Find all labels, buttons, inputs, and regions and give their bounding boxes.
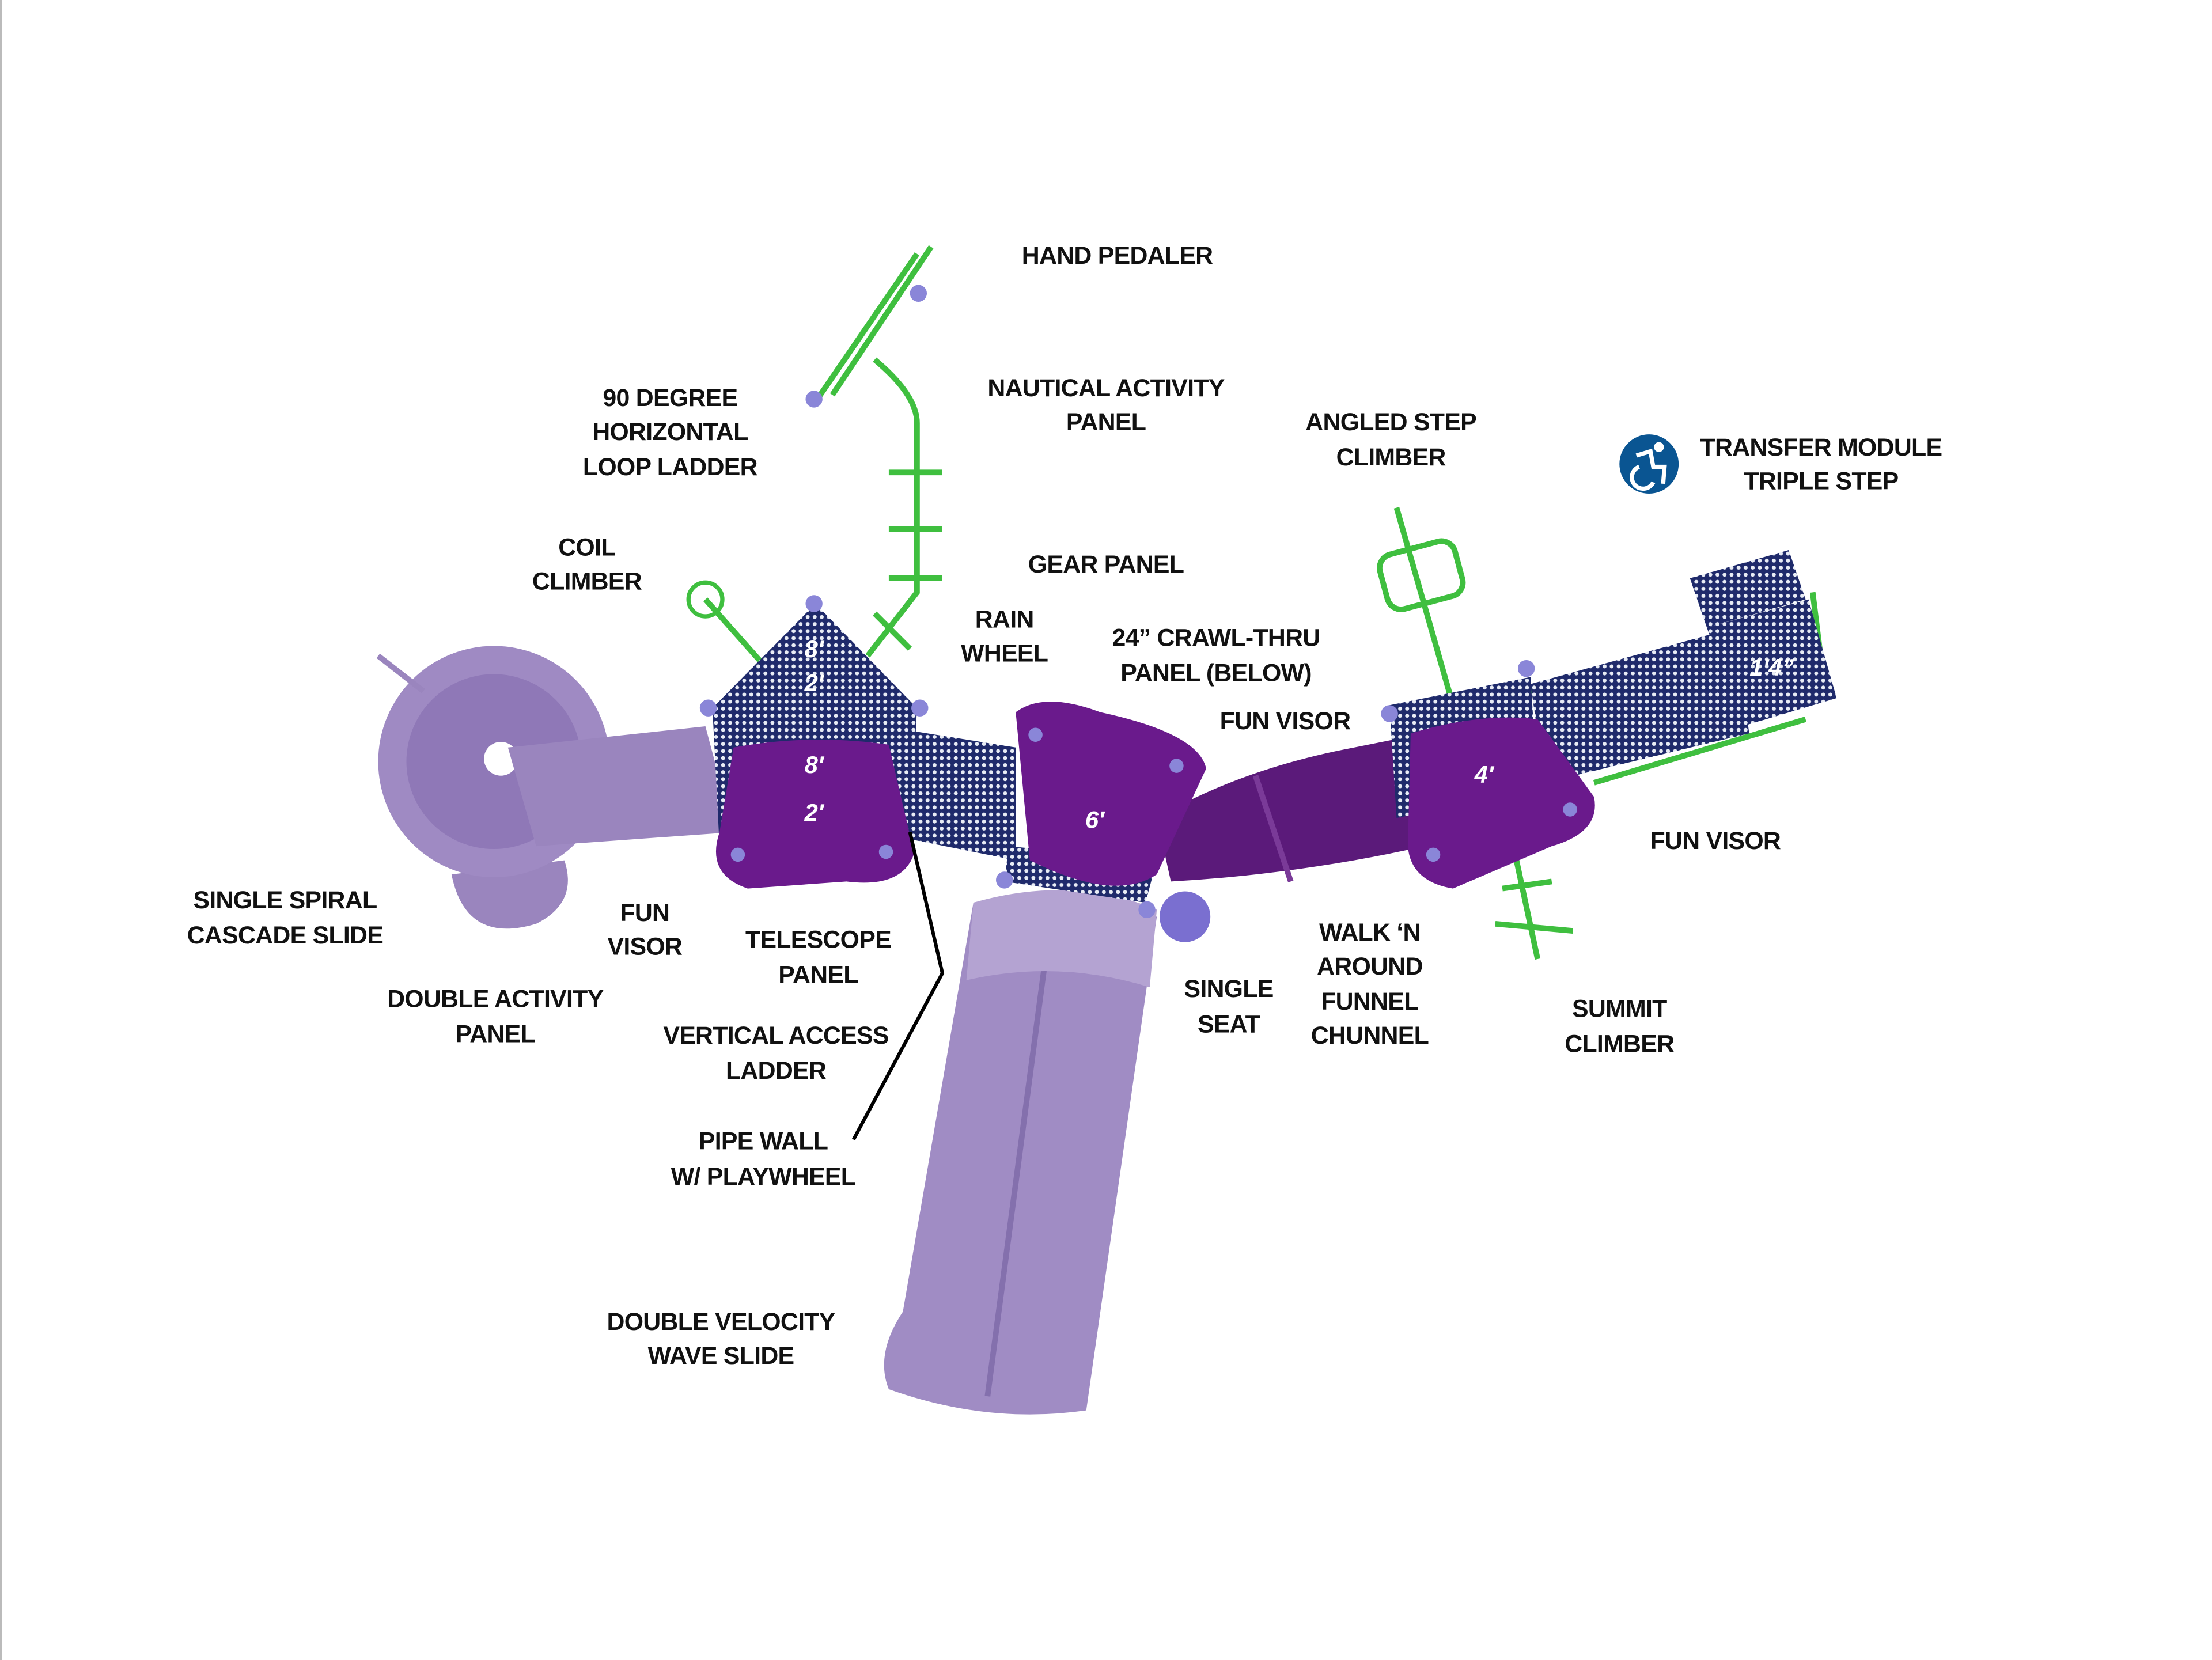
- label-fun-visor: FUN VISOR: [1220, 707, 1351, 735]
- height-transfer: 1′4”: [1749, 654, 1794, 681]
- label-fun-visor-right: FUN VISOR: [1650, 827, 1781, 855]
- label-gear-panel: GEAR PANEL: [1028, 551, 1184, 578]
- label-hand-pedaler: HAND PEDALER: [1022, 242, 1213, 270]
- coil-climber: [686, 580, 725, 619]
- height-right: 4′: [1474, 761, 1495, 788]
- double-velocity-wave-slide: [884, 890, 1157, 1415]
- height-tri-top: 8′: [805, 635, 825, 662]
- left-border: [0, 0, 2, 1660]
- single-seat: [1160, 891, 1211, 942]
- height-visor-top: 8′: [805, 751, 825, 778]
- leader-line: [852, 831, 945, 1140]
- fun-visors: [715, 702, 1595, 889]
- wheelchair-accessibility-icon: [1619, 434, 1679, 494]
- clamps: [699, 285, 1577, 942]
- walk-n-around-funnel-chunnel: [1157, 733, 1425, 882]
- height-center: 6′: [1085, 806, 1105, 833]
- height-visor-bottom: 2′: [804, 799, 825, 826]
- single-spiral-cascade-slide: [376, 646, 734, 929]
- height-tri-bottom: 2′: [804, 669, 825, 696]
